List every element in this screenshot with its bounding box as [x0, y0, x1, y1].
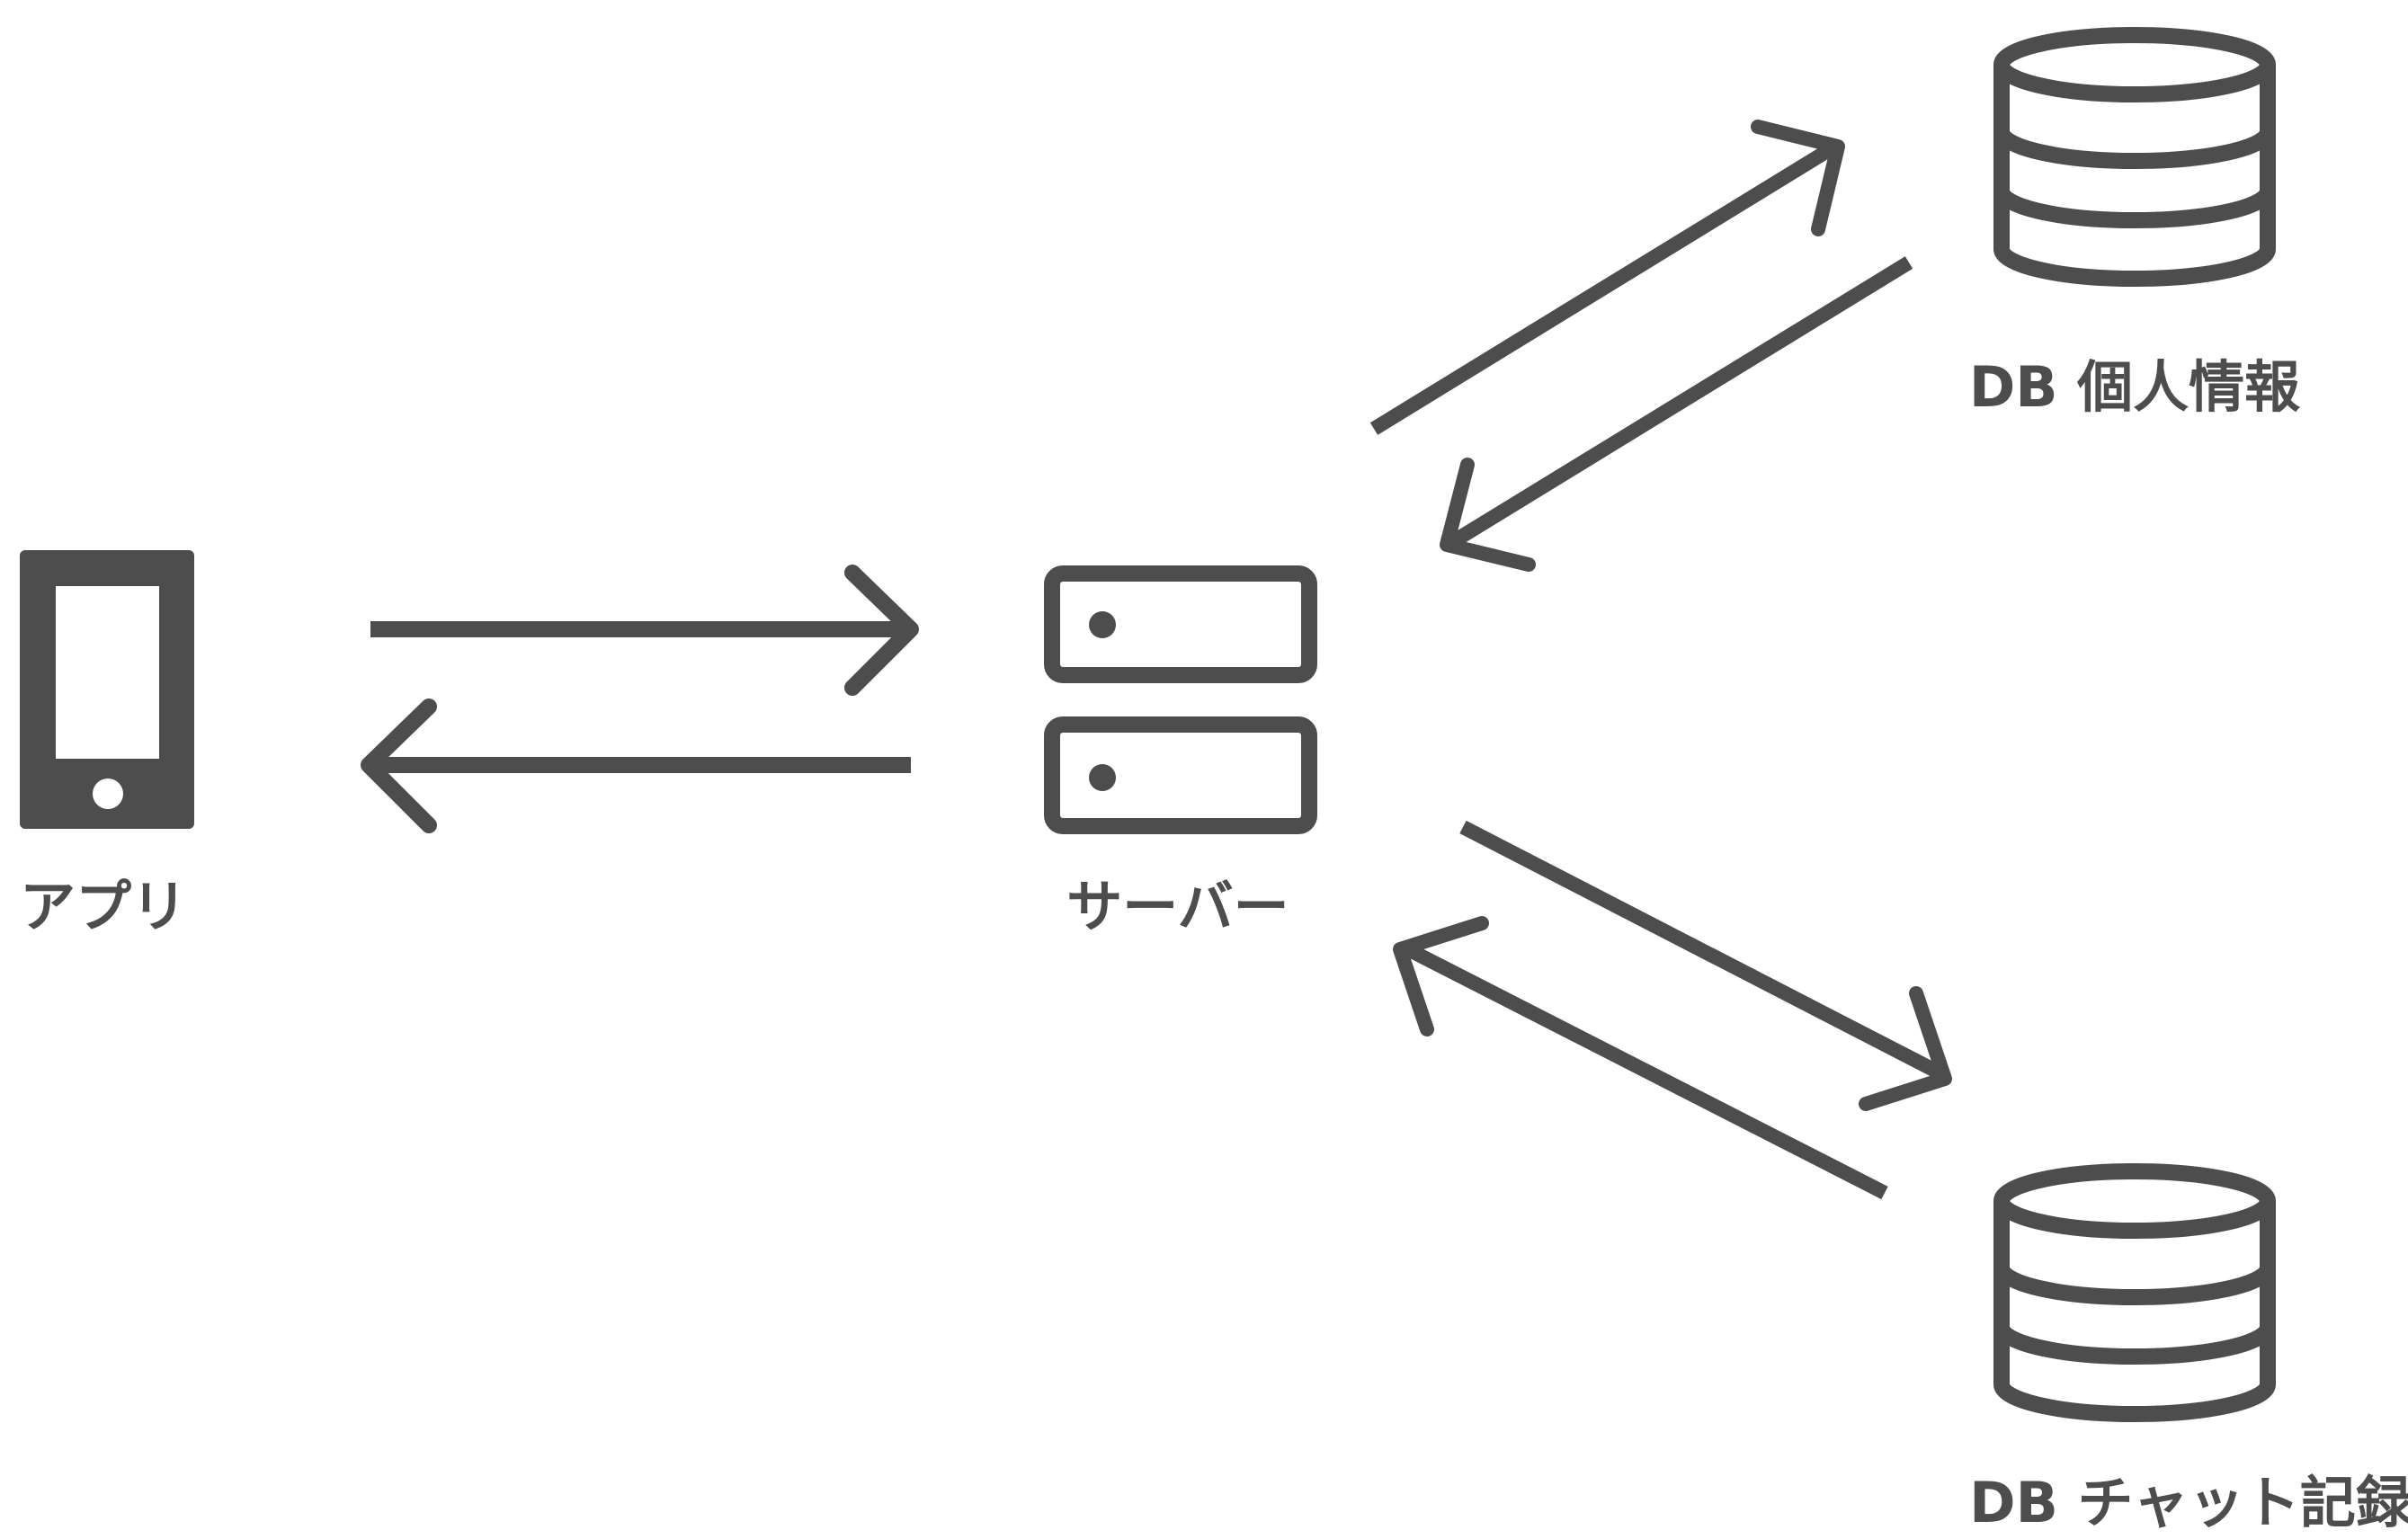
db-personal-label: DB 個人情報 [1969, 354, 2300, 420]
arrow-server-to-db-chat [1459, 820, 1952, 1111]
app-label: アプリ [20, 874, 187, 939]
server-icon [1044, 565, 1317, 834]
database-icon [1993, 27, 2276, 287]
arrow-db-personal-to-server [1440, 256, 1913, 572]
server-label: サーバー [1066, 874, 1289, 939]
arrow-db-chat-to-server [1393, 916, 1888, 1200]
database-icon [1993, 1163, 2276, 1422]
arrow-server-to-app [361, 698, 911, 833]
smartphone-icon [20, 550, 194, 829]
arrow-server-to-db-personal [1369, 120, 1845, 435]
db-chat-label: DB チャット記録 [1969, 1470, 2408, 1535]
arrow-app-to-server [370, 565, 919, 696]
